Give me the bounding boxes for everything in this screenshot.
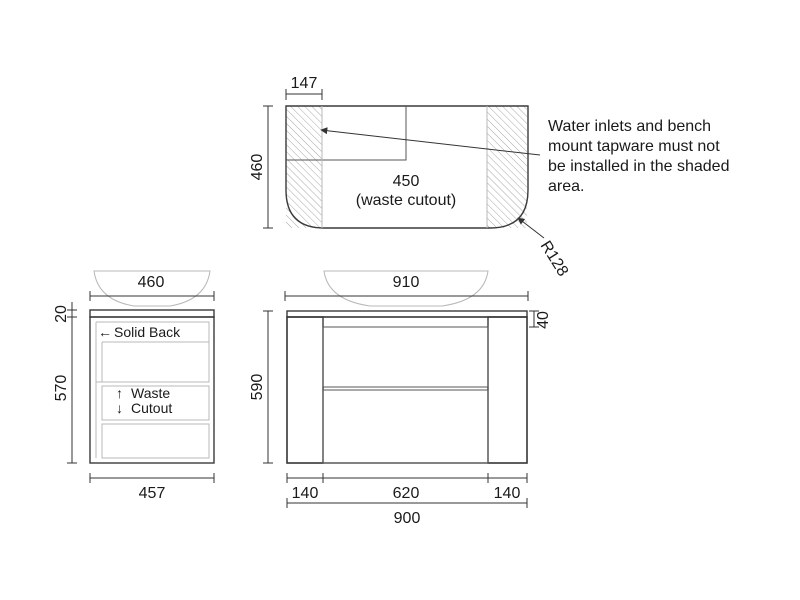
waste-down-arrow: ↓ [116, 400, 123, 416]
dim-457: 457 [139, 485, 166, 502]
front-left-panel [286, 316, 324, 464]
dim-460-depth: 460 [249, 154, 266, 181]
dim-900: 900 [394, 510, 421, 527]
waste-cutout-line [286, 106, 407, 161]
dim-140-right: 140 [494, 485, 521, 502]
dim-450: 450 [393, 173, 420, 190]
right-shaded-area [487, 106, 527, 228]
side-basin-bowl [93, 270, 211, 307]
top-view: 147 460 450 (waste cutout) R128 [249, 75, 571, 280]
note-line-2: mount tapware must not [548, 138, 720, 155]
side-view: 460 ← Solid Back ↑ Waste ↓ Cutout 20 570… [53, 270, 215, 502]
front-lower-drawer [322, 389, 489, 464]
front-right-panel [487, 316, 528, 464]
dim-910: 910 [393, 274, 420, 291]
dim-140-left: 140 [292, 485, 319, 502]
label-waste-line1: Waste [131, 385, 170, 401]
dim-590: 590 [249, 374, 266, 401]
dim-620: 620 [393, 485, 420, 502]
dim-460-basin-side: 460 [138, 274, 165, 291]
solid-back-arrow: ← [98, 324, 112, 340]
dim-20: 20 [53, 305, 70, 323]
note-leader [320, 127, 541, 156]
left-shaded-area [286, 106, 322, 228]
front-basin-bowl [323, 270, 489, 307]
label-solid-back: Solid Back [114, 324, 181, 340]
note-line-1: Water inlets and bench [548, 118, 711, 135]
front-view: 910 40 590 140 620 140 900 [249, 270, 552, 527]
top-view-outline [285, 105, 529, 229]
front-upper-drawer [322, 326, 489, 388]
dim-waste-cutout-note: (waste cutout) [356, 192, 456, 209]
dim-r128: R128 [537, 238, 572, 280]
dim-570: 570 [53, 375, 70, 402]
front-benchtop [286, 310, 528, 318]
waste-up-arrow: ↑ [116, 385, 123, 401]
side-cabinet-body [89, 316, 215, 464]
dim-147: 147 [291, 75, 318, 92]
label-waste-line2: Cutout [131, 400, 172, 416]
note-line-3: be installed in the shaded [548, 158, 729, 175]
shaded-area-note: Water inlets and bench mount tapware mus… [548, 118, 729, 195]
side-benchtop [89, 309, 215, 318]
note-line-4: area. [548, 178, 584, 195]
dim-40: 40 [535, 311, 552, 329]
